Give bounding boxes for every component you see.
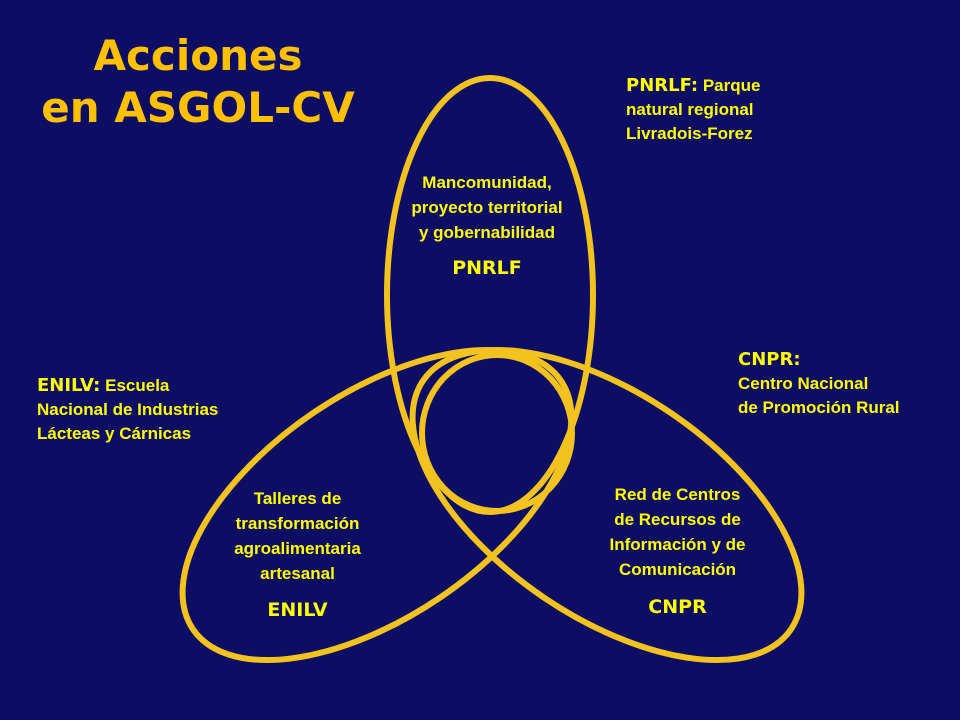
enilv-ellipse xyxy=(179,346,575,664)
area-enilv: Talleres de transformación agroalimentar… xyxy=(180,486,415,621)
area-cnpr-line-3: Información y de xyxy=(609,535,746,554)
area-pnrlf: Mancomunidad, proyecto territorial y gob… xyxy=(372,170,602,279)
area-enilv-line-1: Talleres de xyxy=(253,489,342,508)
glossary-enilv-line-3: Lácteas y Cárnicas xyxy=(37,424,192,443)
area-enilv-description: Talleres de transformación agroalimentar… xyxy=(180,486,415,586)
title-line-2: en ASGOL-CV xyxy=(41,83,355,132)
glossary-pnrlf-line-3: Livradois-Forez xyxy=(626,124,753,143)
glossary-enilv-abbr: ENILV: xyxy=(37,375,101,396)
glossary-cnpr-line-2: de Promoción Rural xyxy=(738,398,900,417)
glossary-enilv-line-2: Nacional de Industrias xyxy=(37,400,219,419)
area-cnpr: Red de Centros de Recursos de Informació… xyxy=(565,482,790,618)
glossary-enilv: ENILV: Escuela Nacional de Industrias Lá… xyxy=(37,374,277,446)
slide-title: Acciones en ASGOL-CV xyxy=(28,30,368,134)
area-cnpr-description: Red de Centros de Recursos de Informació… xyxy=(565,482,790,582)
area-pnrlf-description: Mancomunidad, proyecto territorial y gob… xyxy=(372,170,602,245)
area-cnpr-line-1: Red de Centros xyxy=(614,485,741,504)
area-cnpr-code: CNPR xyxy=(648,596,707,618)
glossary-pnrlf: PNRLF: Parque natural regional Livradois… xyxy=(626,74,846,146)
glossary-enilv-line-1: Escuela xyxy=(105,376,170,395)
glossary-pnrlf-abbr: PNRLF: xyxy=(626,75,699,96)
glossary-pnrlf-line-1: Parque xyxy=(702,76,761,95)
area-pnrlf-line-2: proyecto territorial xyxy=(411,198,563,217)
glossary-pnrlf-line-2: natural regional xyxy=(626,100,754,119)
glossary-cnpr-line-1: Centro Nacional xyxy=(738,374,869,393)
area-pnrlf-line-1: Mancomunidad, xyxy=(422,173,552,192)
area-enilv-line-4: artesanal xyxy=(260,564,335,583)
glossary-cnpr-abbr: CNPR: xyxy=(738,349,801,370)
glossary-cnpr: CNPR: Centro Nacional de Promoción Rural xyxy=(738,348,958,420)
title-line-1: Acciones xyxy=(93,31,303,80)
area-enilv-line-2: transformación xyxy=(235,514,360,533)
area-cnpr-line-2: de Recursos de xyxy=(614,510,741,529)
area-enilv-line-3: agroalimentaria xyxy=(234,539,361,558)
area-enilv-code: ENILV xyxy=(267,599,328,621)
cnpr-ellipse xyxy=(409,346,805,664)
center-circle xyxy=(419,352,575,514)
area-pnrlf-code: PNRLF xyxy=(452,257,522,279)
area-cnpr-line-4: Comunicación xyxy=(618,560,737,579)
area-pnrlf-line-3: y gobernabilidad xyxy=(418,223,556,242)
